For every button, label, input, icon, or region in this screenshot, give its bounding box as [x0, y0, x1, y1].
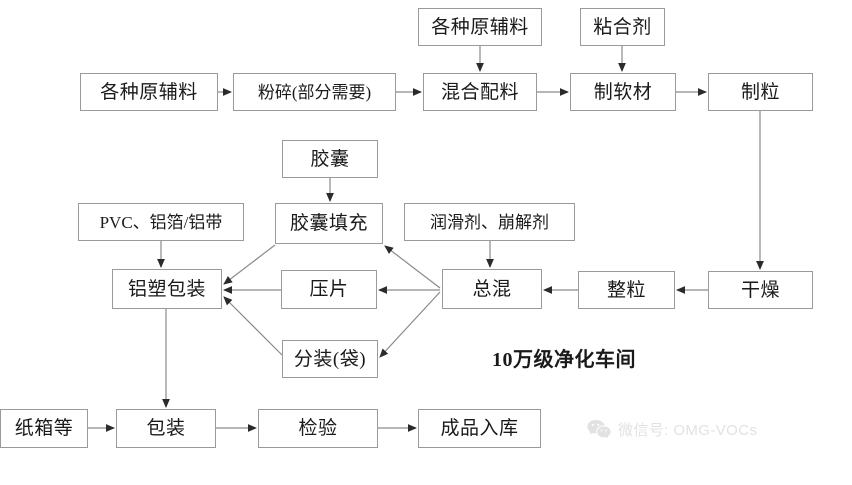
watermark: 微信号: OMG-VOCs [586, 418, 757, 440]
node-tableting: 压片 [281, 270, 377, 309]
edge-finalmixing-to-capsulefilling [384, 245, 441, 289]
node-sizing: 整粒 [578, 271, 675, 309]
node-capsule: 胶囊 [282, 140, 378, 178]
node-raw-materials-2: 各种原辅料 [418, 8, 542, 46]
node-capsule-filling: 胶囊填充 [275, 203, 383, 244]
node-binder: 粘合剂 [580, 8, 665, 46]
cleanroom-zone-label: 10万级净化车间 [492, 349, 636, 371]
edge-capsulefilling-to-aluplastic [223, 244, 276, 285]
node-cartons: 纸箱等 [0, 409, 88, 448]
node-sub-packing-bag: 分装(袋) [282, 340, 378, 378]
node-granulation: 制粒 [708, 73, 813, 111]
node-pvc-foil: PVC、铝箔/铝带 [78, 203, 244, 241]
wechat-icon [587, 419, 611, 439]
node-raw-materials-1: 各种原辅料 [80, 73, 218, 111]
edge-subpacking-to-aluplastic [223, 296, 283, 356]
node-final-mixing: 总混 [442, 269, 542, 309]
node-drying: 干燥 [708, 271, 813, 309]
node-soft-material: 制软材 [570, 73, 676, 111]
node-finished-storage: 成品入库 [418, 409, 541, 448]
node-mixing-ingredients: 混合配料 [423, 73, 537, 111]
node-crushing: 粉碎(部分需要) [233, 73, 396, 111]
node-inspection: 检验 [258, 409, 378, 448]
node-lubricant: 润滑剂、崩解剂 [404, 203, 575, 241]
node-packaging: 包装 [116, 409, 216, 448]
node-alu-plastic-pack: 铝塑包装 [112, 269, 222, 309]
watermark-text: 微信号: OMG-VOCs [618, 421, 758, 439]
edge-finalmixing-to-subpacking [379, 291, 441, 358]
